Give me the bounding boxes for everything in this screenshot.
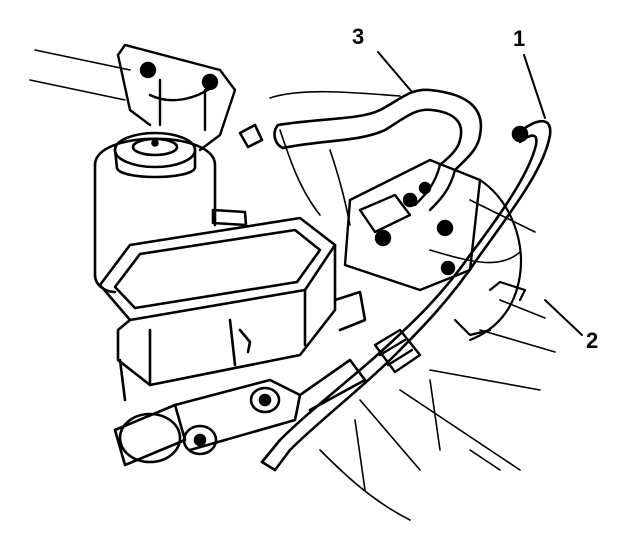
fluid-reservoir	[93, 123, 264, 294]
cylinder-body	[113, 358, 367, 467]
leader-3	[377, 51, 413, 93]
leader-lines	[377, 51, 583, 336]
line-2	[373, 163, 457, 374]
hose-3	[273, 88, 483, 172]
callout-label-3: 3	[352, 24, 365, 49]
callout-label-2: 2	[586, 328, 599, 353]
master-cylinder-housing	[98, 216, 367, 402]
line-1	[260, 120, 552, 472]
callout-label-1: 1	[513, 26, 526, 51]
brake-booster	[453, 178, 527, 342]
background-lines	[29, 49, 556, 521]
leader-2	[544, 299, 583, 336]
reservoir-bracket	[116, 43, 237, 152]
leader-1	[523, 54, 546, 119]
